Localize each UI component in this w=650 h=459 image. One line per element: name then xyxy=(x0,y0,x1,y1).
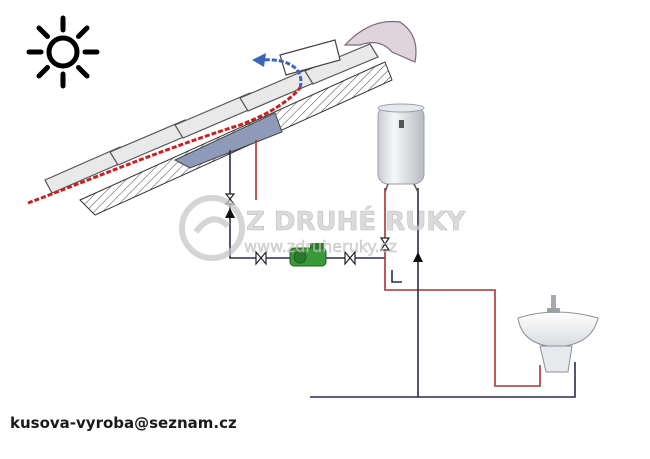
watermark: Z DRUHÉ RUKY www.zdruheruky.cz xyxy=(179,195,467,261)
contact-email: kusova-vyroba@seznam.cz xyxy=(10,414,237,432)
sun-icon xyxy=(26,15,100,89)
pump-icon xyxy=(289,243,327,267)
pipe-network xyxy=(229,140,576,398)
roof-section xyxy=(44,20,417,216)
water-heater-icon xyxy=(377,103,425,193)
watermark-title: Z DRUHÉ RUKY xyxy=(246,205,466,237)
solar-flow xyxy=(27,53,303,205)
watermark-url: www.zdruheruky.cz xyxy=(244,237,397,256)
check-valve-icon xyxy=(225,208,423,262)
washbasin-icon xyxy=(517,295,599,373)
valve-icon xyxy=(224,193,391,266)
